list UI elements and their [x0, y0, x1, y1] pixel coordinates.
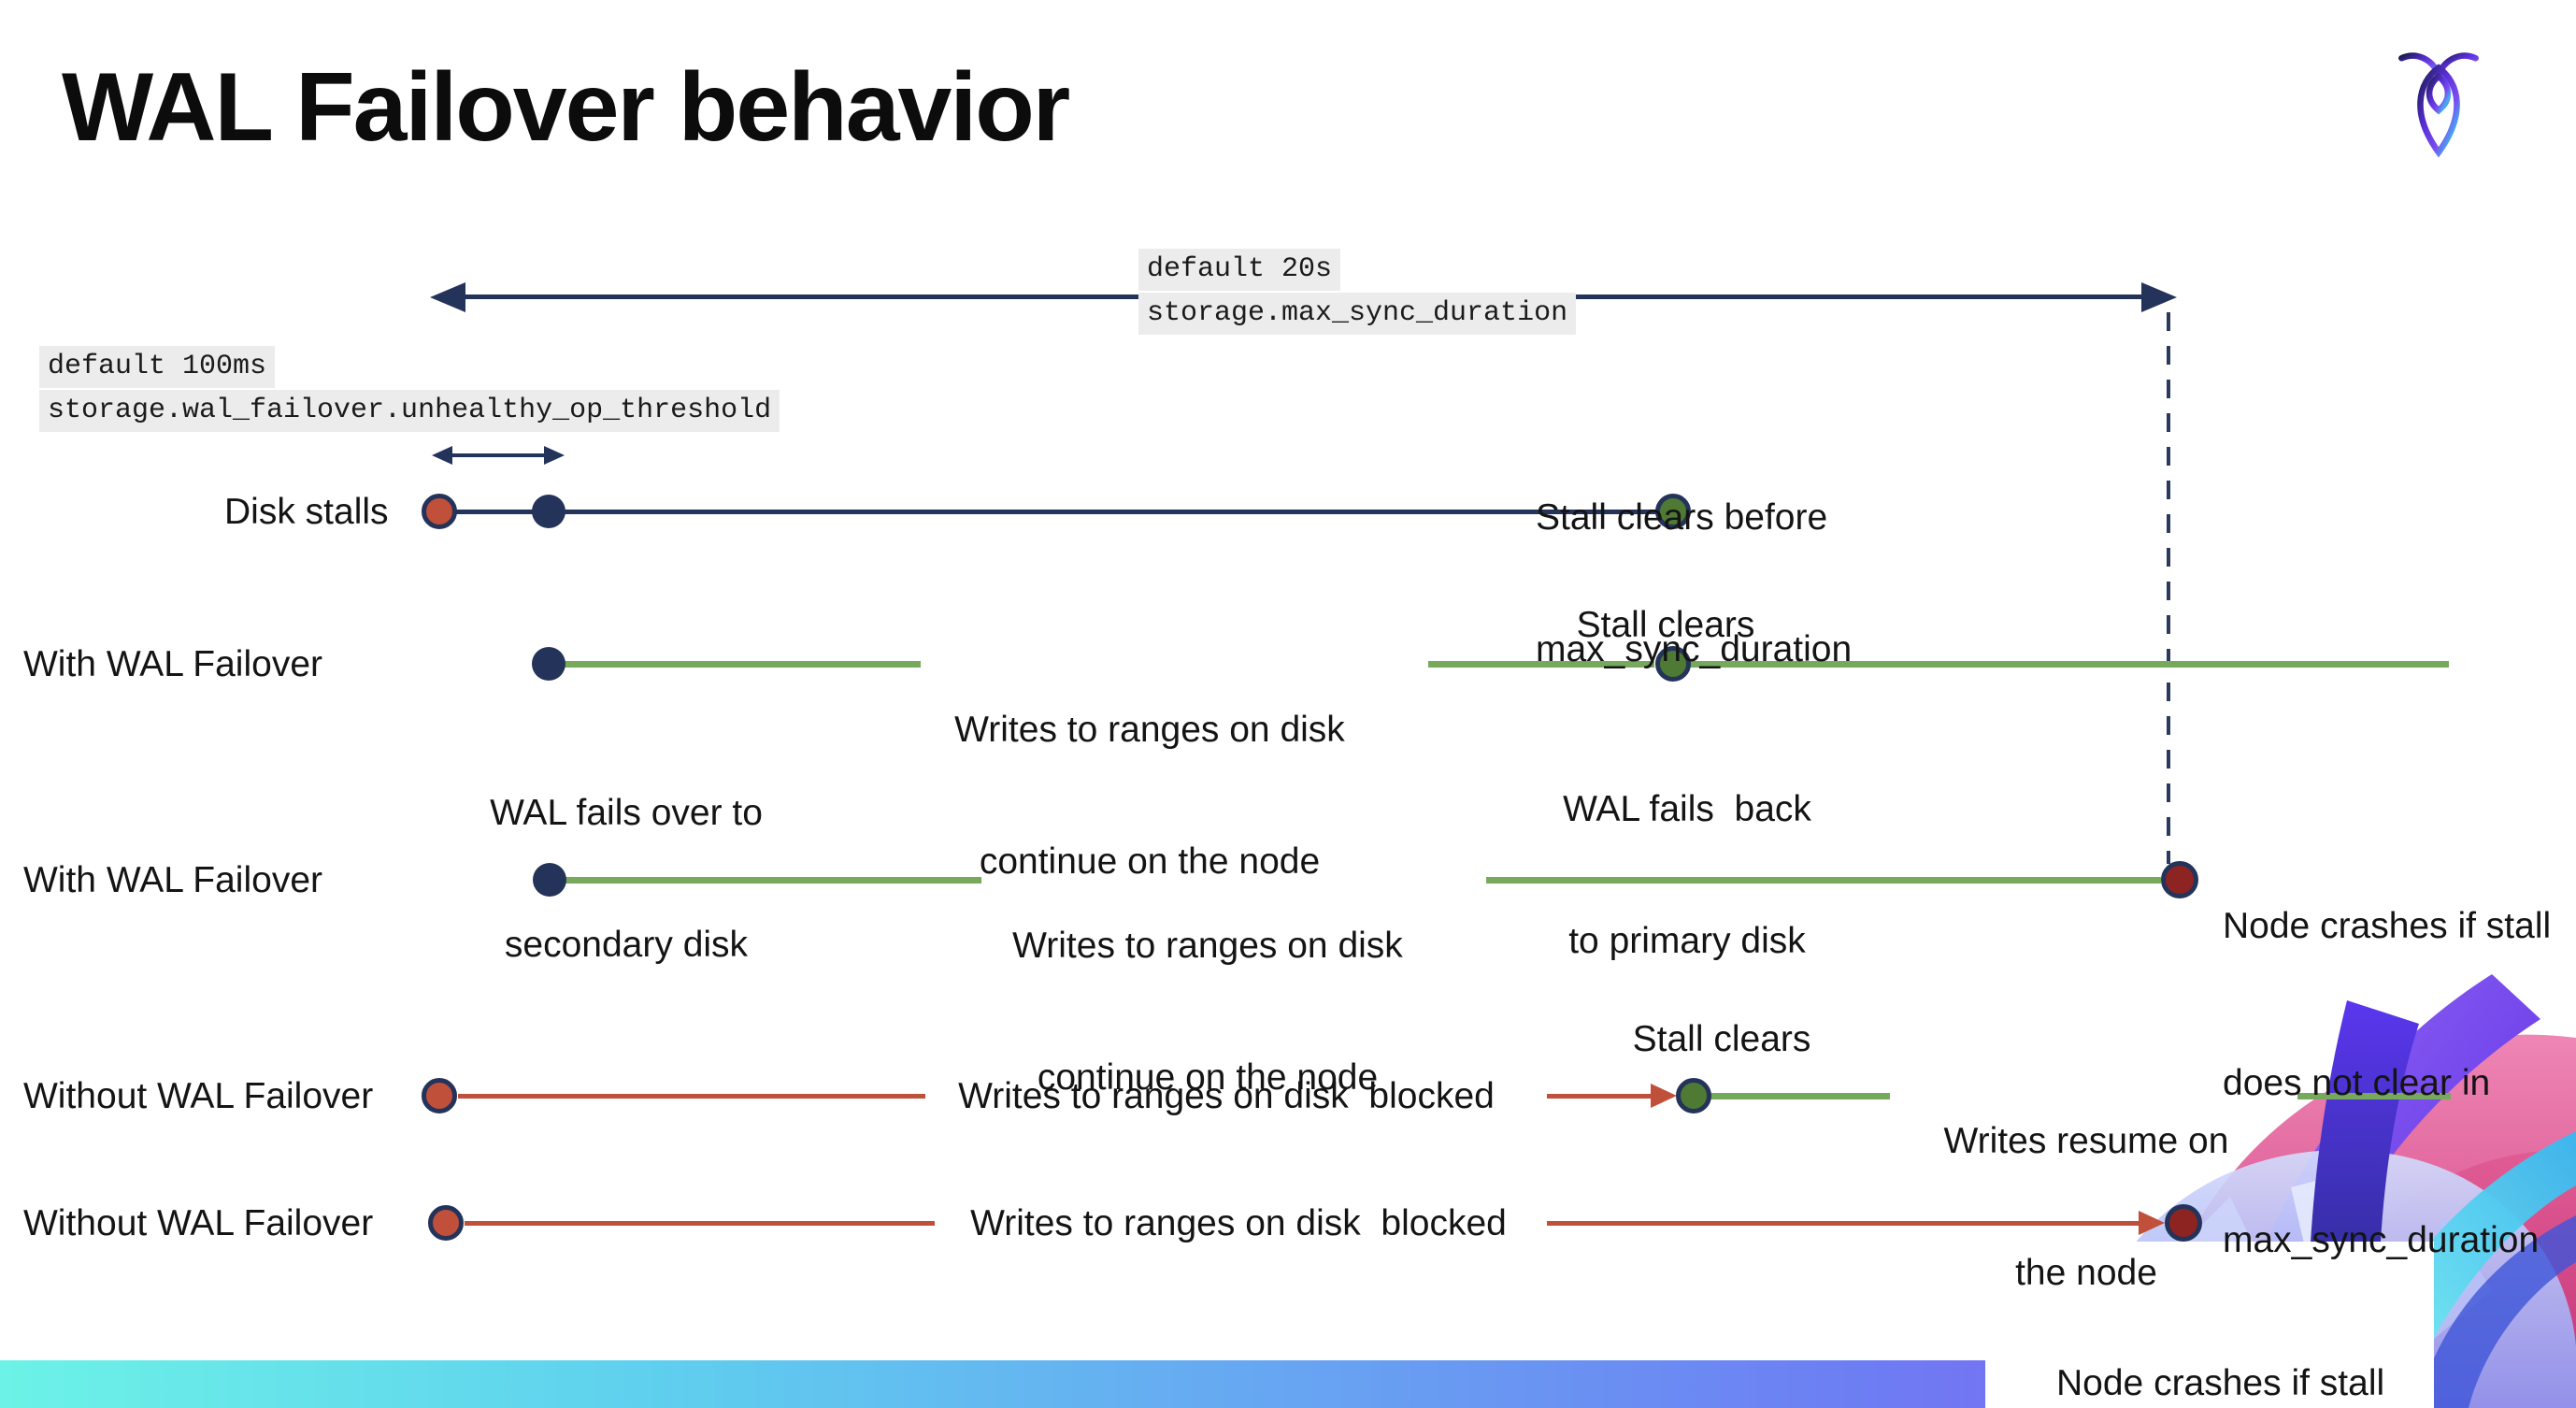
writes-continue-line-2a	[563, 877, 981, 884]
note-writes-continue-2: Writes to ranges on disk continue on the…	[1012, 926, 1403, 1098]
stall-clears-dot	[1655, 494, 1691, 529]
failover-dot-1	[532, 647, 565, 681]
arrowhead-right-icon	[2141, 282, 2177, 312]
blocked-arrowhead-2-icon	[2139, 1211, 2165, 1235]
writes-resume-line-1b	[2297, 1093, 2451, 1099]
stall-clears-dot-no1	[1676, 1078, 1711, 1113]
threshold-arrow-line	[447, 453, 550, 457]
page-title: WAL Failover behavior	[62, 53, 1070, 162]
annotation-max-sync-duration: default 20s storage.max_sync_duration	[1138, 249, 1577, 337]
row-label-with-wal-failover-2: With WAL Failover	[23, 860, 322, 900]
writes-blocked-line-1b	[1547, 1094, 1651, 1099]
stall-start-dot-no1	[422, 1078, 457, 1113]
row-label-disk-stalls: Disk stalls	[224, 492, 389, 532]
note-writes-continue-1: Writes to ranges on disk continue on the…	[954, 710, 1345, 882]
note-writes-resume: Writes resume on the node	[1943, 1121, 2229, 1293]
writes-continue-line-1a	[561, 661, 921, 668]
node-crash-dot-wal	[2161, 861, 2198, 898]
note-wal-fails-over: WAL fails over to secondary disk	[490, 793, 763, 965]
disk-stalls-timeline-line	[456, 510, 1656, 514]
row-label-with-wal-failover-1: With WAL Failover	[23, 644, 322, 684]
annotation-setting-threshold: storage.wal_failover.unhealthy_op_thresh…	[39, 390, 780, 432]
blocked-arrowhead-1-icon	[1651, 1084, 1677, 1108]
writes-continue-line-2b	[1486, 877, 2161, 884]
writes-resume-line-1a	[1710, 1093, 1890, 1099]
cockroach-icon	[2398, 52, 2479, 158]
writes-blocked-line-2a	[465, 1221, 935, 1226]
arrowhead-left-icon	[430, 282, 465, 312]
row-label-without-wal-failover-1: Without WAL Failover	[23, 1076, 374, 1116]
note-writes-blocked-1: Writes to ranges on disk blocked	[958, 1076, 1495, 1116]
note-node-crashes-wal: Node crashes if stall does not clear in …	[2223, 906, 2552, 1260]
cockroachdb-logo	[2395, 45, 2483, 159]
disk-stall-start-dot	[422, 494, 457, 529]
threshold-arrowhead-left-icon	[432, 446, 452, 465]
annotation-unhealthy-op-threshold: default 100ms storage.wal_failover.unhea…	[39, 346, 780, 434]
note-wal-fails-back: WAL fails back to primary disk	[1563, 789, 1811, 961]
crash-note-box	[1985, 1242, 2434, 1408]
annotation-setting-max-sync: storage.max_sync_duration	[1138, 293, 1577, 335]
node-crash-dot-no2	[2165, 1204, 2202, 1242]
note-writes-blocked-2: Writes to ranges on disk blocked	[970, 1203, 1507, 1243]
writes-blocked-line-1a	[458, 1094, 925, 1099]
threshold-arrowhead-right-icon	[544, 446, 565, 465]
annotation-default-20s: default 20s	[1138, 249, 1341, 291]
annotation-default-100ms: default 100ms	[39, 346, 276, 388]
note-stall-clears-no1: Stall clears	[1632, 1019, 1811, 1059]
stall-start-dot-no2	[428, 1205, 464, 1241]
note-node-crashes-no2: Node crashes if stall does not clear in …	[2056, 1363, 2385, 1403]
failover-dot-2	[533, 863, 566, 897]
threshold-reached-dot	[532, 495, 565, 528]
row-label-without-wal-failover-2: Without WAL Failover	[23, 1203, 374, 1243]
note-stall-clears-wal: Stall clears	[1576, 605, 1755, 645]
writes-blocked-line-2b	[1547, 1221, 2139, 1226]
stall-clears-dot-wal	[1655, 646, 1691, 682]
writes-continue-line-1b	[1428, 661, 1654, 668]
note-stall-clears-before: Stall clears before max_sync_duration	[1536, 497, 1853, 669]
max-sync-deadline-dashed-line	[2167, 312, 2170, 864]
writes-continue-line-1c	[1690, 661, 2449, 668]
